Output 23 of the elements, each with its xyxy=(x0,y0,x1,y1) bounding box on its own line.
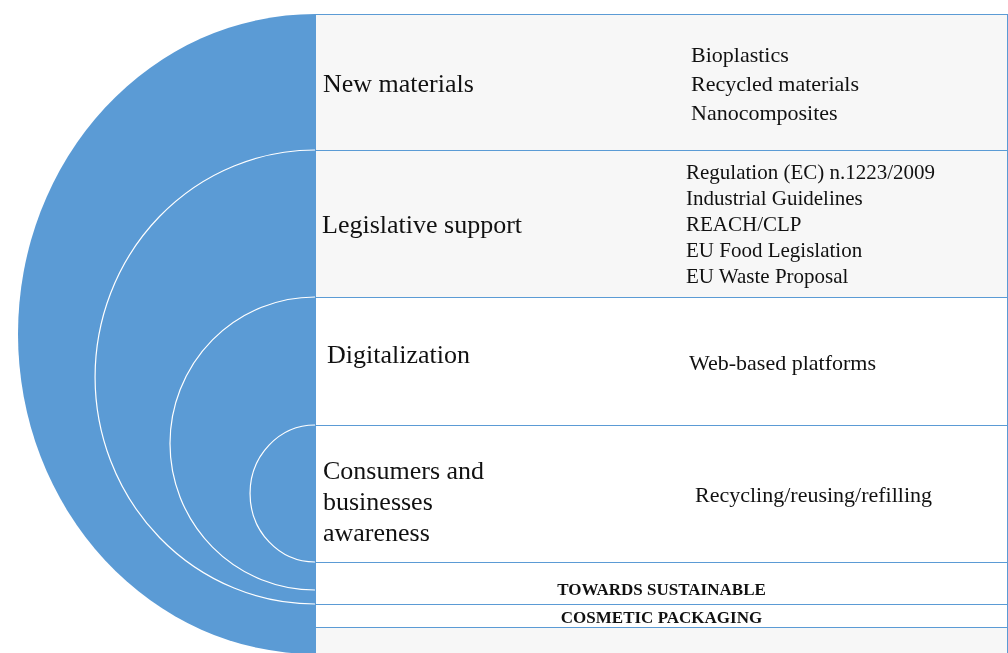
category-row xyxy=(315,425,1008,563)
list-item: Recycled materials xyxy=(691,69,859,97)
banner-row xyxy=(315,604,1008,628)
list-item: Industrial Guidelines xyxy=(686,185,864,211)
category-row xyxy=(315,14,1008,151)
list-item: Regulation (EC) n.1223/2009 xyxy=(686,159,936,185)
category-heading: Digitalization xyxy=(327,338,471,369)
category-row xyxy=(315,150,1008,298)
list-item: EU Waste Proposal xyxy=(686,263,850,289)
list-item: Recycling/reusing/refilling xyxy=(695,480,933,509)
list-item: EU Food Legislation xyxy=(686,237,864,263)
list-item: Nanocomposites xyxy=(691,98,839,126)
list-item: REACH/CLP xyxy=(686,211,803,237)
empty-row xyxy=(315,627,1008,653)
category-heading: New materials xyxy=(323,67,475,98)
category-row xyxy=(315,297,1008,426)
list-item: Bioplastics xyxy=(691,40,790,68)
banner-text: COSMETIC PACKAGING xyxy=(559,608,764,628)
banner-row xyxy=(315,562,1008,605)
banner-text: TOWARDS SUSTAINABLE xyxy=(556,579,767,600)
list-item: Web-based platforms xyxy=(689,348,876,376)
category-heading: Consumers and businesses awareness xyxy=(323,454,486,548)
category-heading: Legislative support xyxy=(322,208,523,240)
